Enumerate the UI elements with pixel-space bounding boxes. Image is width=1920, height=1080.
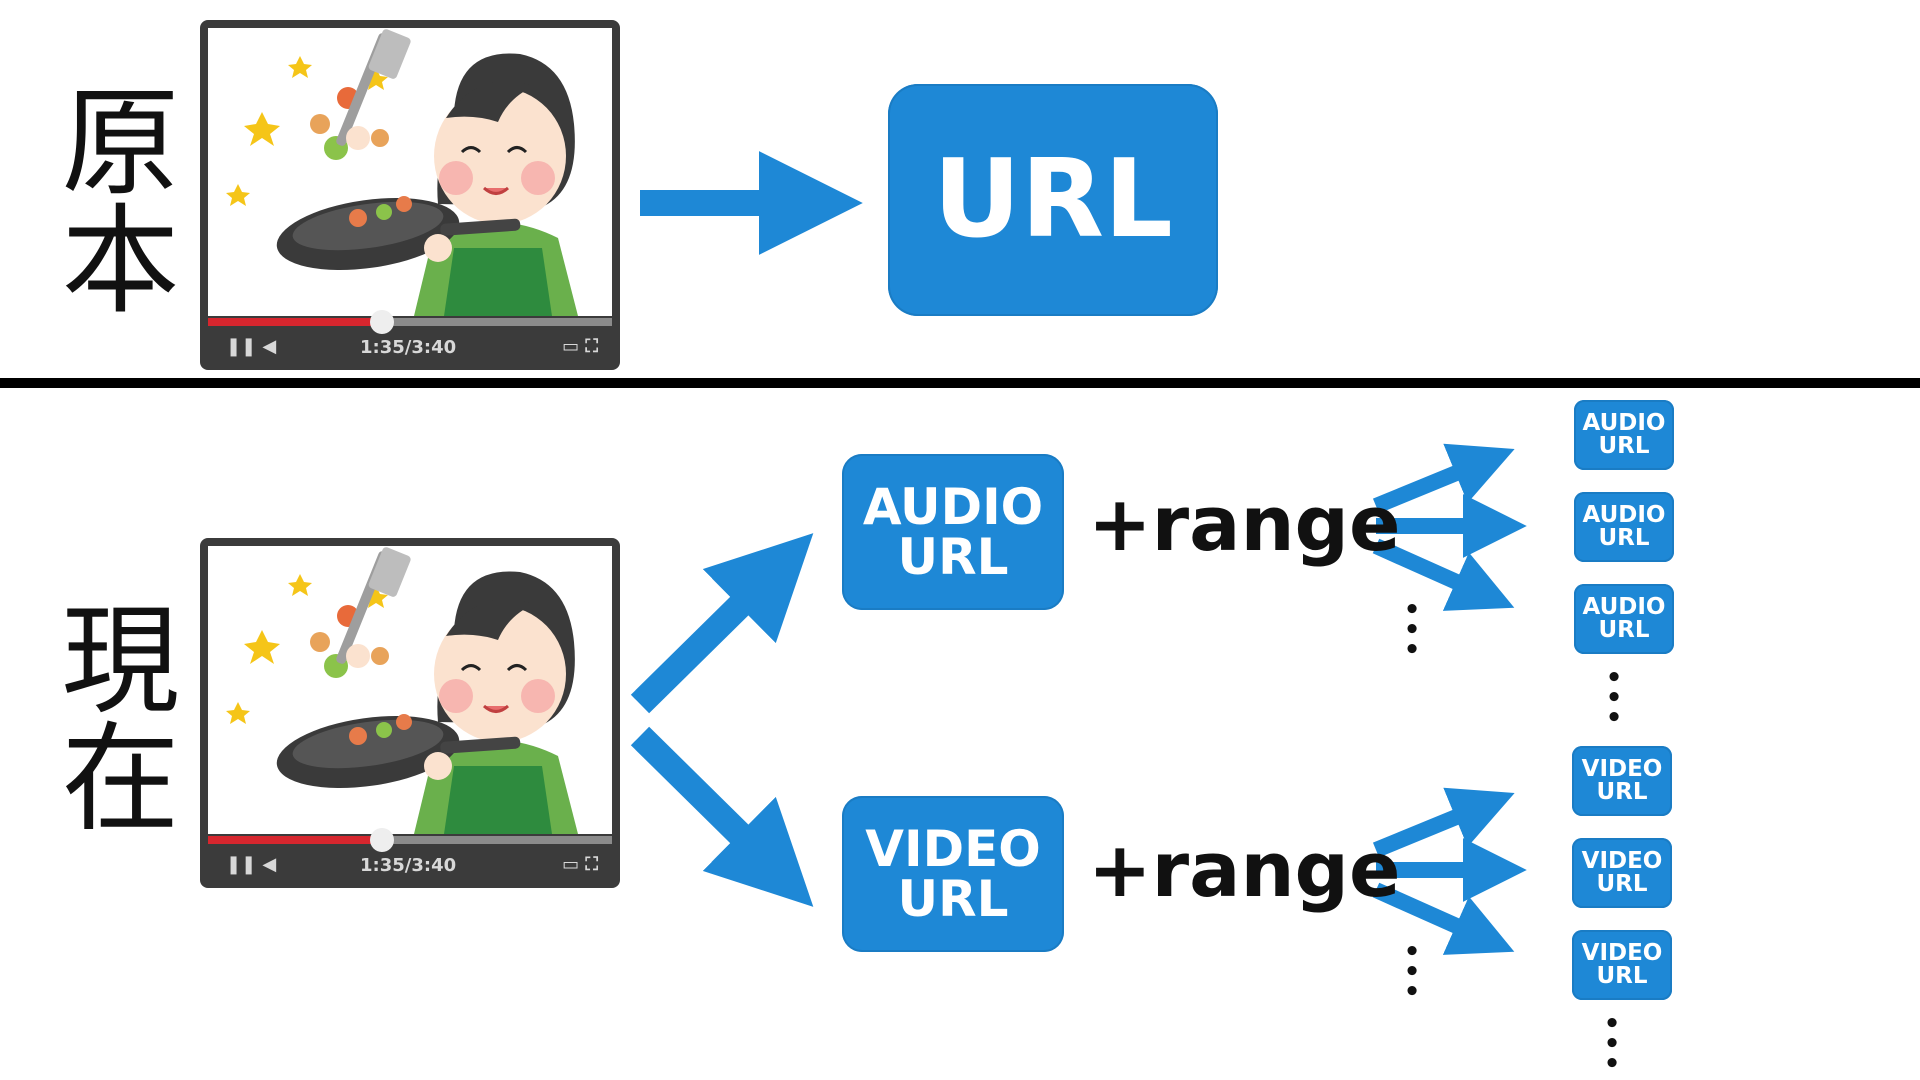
fan-audio-3	[1372, 538, 1515, 611]
player-controls: ❚❚ ◀ 1:35/3:40 ▭ ⛶	[208, 848, 612, 882]
arrow-to-audio	[630, 533, 814, 714]
progress-bar[interactable]	[208, 310, 612, 334]
pause-icon[interactable]: ❚❚ ◀	[226, 854, 277, 875]
fan-video-1	[1372, 787, 1515, 858]
small-audio-url-box: AUDIO URL	[1574, 492, 1674, 562]
small-video-url-box: VIDEO URL	[1572, 838, 1672, 908]
range-label-video: +range	[1088, 825, 1401, 914]
small-video-url-box: VIDEO URL	[1572, 746, 1672, 816]
fan-video-3	[1372, 882, 1515, 955]
ellipsis-audio-fan: •••	[1403, 595, 1421, 665]
video-player-current: ❚❚ ◀ 1:35/3:40 ▭ ⛶	[200, 538, 620, 888]
url-label: URL	[897, 870, 1009, 928]
progress-fill	[208, 318, 382, 326]
small-video-url-box: VIDEO URL	[1572, 930, 1672, 1000]
fan-audio-1	[1372, 443, 1515, 514]
video-thumbnail	[208, 28, 612, 316]
video-thumbnail	[208, 546, 612, 834]
audio-url-box: AUDIO URL	[842, 454, 1064, 610]
label-original: 原本	[41, 80, 179, 316]
url-label: URL	[933, 137, 1173, 262]
ellipsis-video-stack: •••	[1603, 1009, 1621, 1079]
progress-bar[interactable]	[208, 828, 612, 852]
player-controls: ❚❚ ◀ 1:35/3:40 ▭ ⛶	[208, 330, 612, 364]
section-divider	[0, 378, 1920, 388]
pause-icon[interactable]: ❚❚ ◀	[226, 336, 277, 357]
arrow-to-video	[630, 726, 814, 907]
progress-knob[interactable]	[369, 828, 394, 852]
cooking-illustration	[208, 546, 612, 834]
ellipsis-video-fan: •••	[1403, 937, 1421, 1007]
progress-fill	[208, 836, 382, 844]
fullscreen-icon[interactable]: ▭ ⛶	[562, 854, 598, 875]
fullscreen-icon[interactable]: ▭ ⛶	[562, 336, 598, 357]
video-label: VIDEO	[865, 820, 1041, 878]
url-label: URL	[897, 528, 1009, 586]
player-time: 1:35/3:40	[360, 855, 457, 876]
video-url-box: VIDEO URL	[842, 796, 1064, 952]
label-current: 現在	[41, 598, 179, 834]
video-player-original: ❚❚ ◀ 1:35/3:40 ▭ ⛶	[200, 20, 620, 370]
ellipsis-audio-stack: •••	[1605, 663, 1623, 733]
small-audio-url-box: AUDIO URL	[1574, 400, 1674, 470]
audio-label: AUDIO	[862, 478, 1044, 536]
progress-knob[interactable]	[369, 310, 394, 334]
small-audio-url-box: AUDIO URL	[1574, 584, 1674, 654]
player-time: 1:35/3:40	[360, 337, 457, 358]
cooking-illustration	[208, 28, 612, 316]
url-box: URL	[888, 84, 1218, 316]
range-label-audio: +range	[1088, 479, 1401, 568]
